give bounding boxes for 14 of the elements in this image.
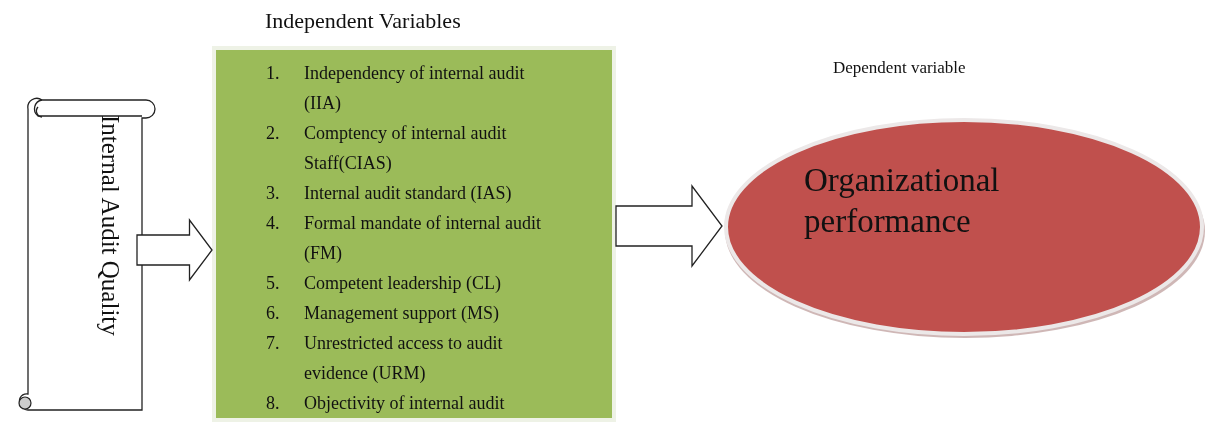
scroll-label: Internal Audit Quality: [98, 115, 123, 336]
block-arrow: [136, 218, 213, 282]
list-item: 2. Comptency of internal audit Staff(CIAS): [266, 122, 508, 175]
list-item: 8. Objectivity of internal audit: [266, 392, 506, 415]
list-item: 5. Competent leadership (CL): [266, 272, 502, 295]
ellipse-label: Organizational performance: [804, 161, 1001, 242]
list-item: 1. Independency of internal audit (IIA): [266, 62, 526, 115]
section-heading: Independent Variables: [265, 8, 461, 34]
section-heading: Dependent variable: [833, 58, 966, 78]
block-arrow: [615, 184, 723, 268]
list-item: 6. Management support (MS): [266, 302, 500, 325]
list-item: 7. Unrestricted access to audit evidence (URM): [266, 332, 504, 385]
list-item: 4. Formal mandate of internal audit (FM): [266, 212, 542, 265]
list-item: 3. Internal audit standard (IAS): [266, 182, 513, 205]
